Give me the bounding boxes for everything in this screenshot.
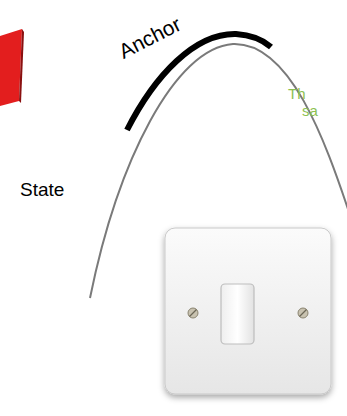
red-tab-edge: [19, 29, 24, 103]
note-text: sa: [302, 103, 318, 118]
screw: [298, 308, 308, 318]
screw: [188, 308, 198, 318]
note-text: Th: [288, 86, 306, 101]
light-switch: [165, 228, 331, 394]
switch-rocker: [221, 284, 254, 344]
state-label: State: [20, 180, 64, 199]
red-tab: [0, 29, 22, 106]
screw-slot: [190, 310, 197, 317]
screw-slot: [300, 310, 307, 317]
switch-plate: [165, 228, 331, 394]
anchor-label: Anchor: [115, 13, 184, 62]
